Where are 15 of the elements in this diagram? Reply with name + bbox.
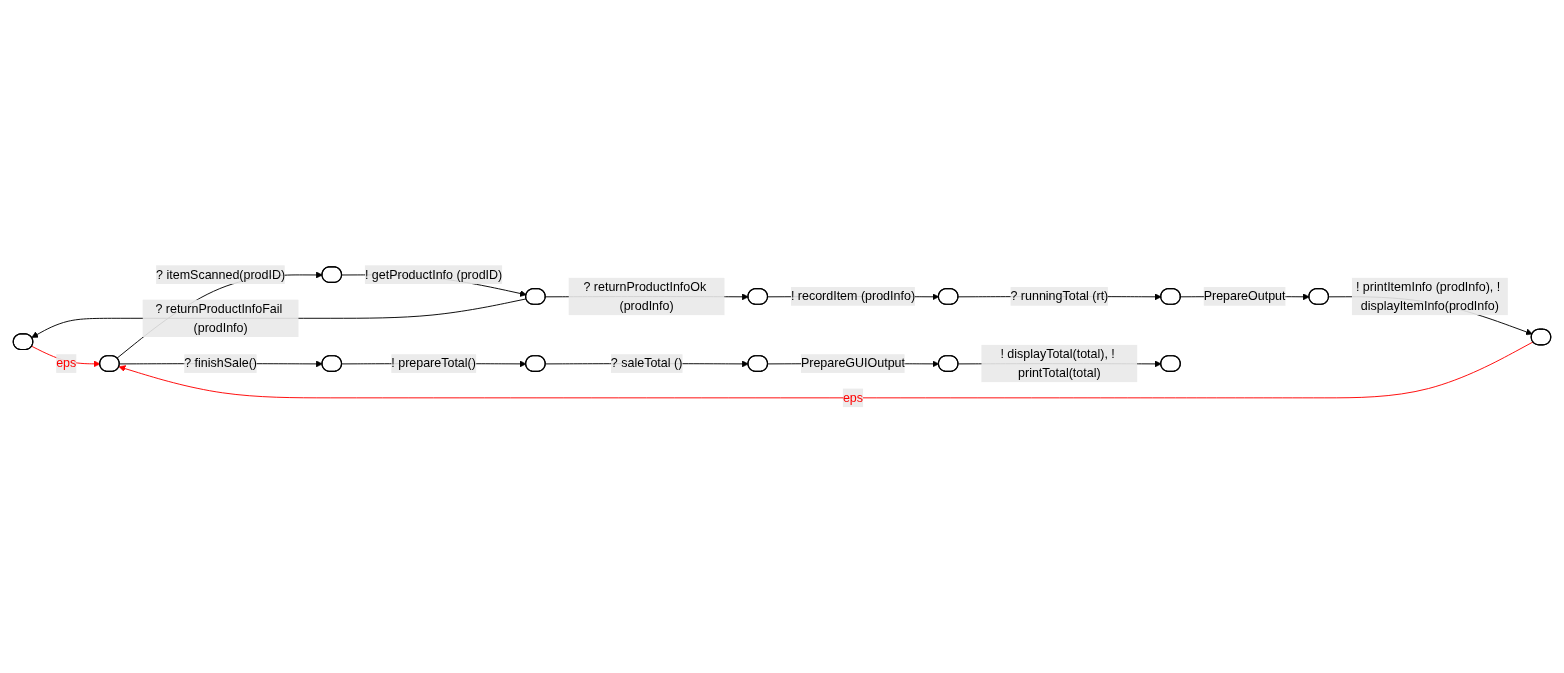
edge-label: ? returnProductInfoFail (prodInfo) xyxy=(155,302,283,335)
edge-label: ! getProductInfo (prodID) xyxy=(364,267,503,282)
edge-label: eps xyxy=(56,356,77,371)
edge-label: eps xyxy=(842,391,864,405)
edge-label: ? finishSale() xyxy=(184,356,258,371)
edge-label: PrepareGUIOutput xyxy=(800,356,905,371)
edge-label: ! displayTotal(total), ! printTotal(total) xyxy=(1000,347,1115,380)
edge-label: ! prepareTotal() xyxy=(391,356,476,371)
edge-label: ! recordItem (prodInfo) xyxy=(790,289,916,303)
edge-label: ? itemScanned(prodID) xyxy=(156,267,286,282)
edge-label: ? runningTotal (rt) xyxy=(1010,289,1109,303)
edge-label: ? returnProductInfoOk (prodInfo) xyxy=(583,280,707,313)
edge-label: ? saleTotal () xyxy=(610,356,683,371)
edge-label: ! printItemInfo (prodInfo), ! displayItemInfo(prodInfo) xyxy=(1355,280,1501,313)
edge-label: PrepareOutput xyxy=(1203,289,1286,303)
